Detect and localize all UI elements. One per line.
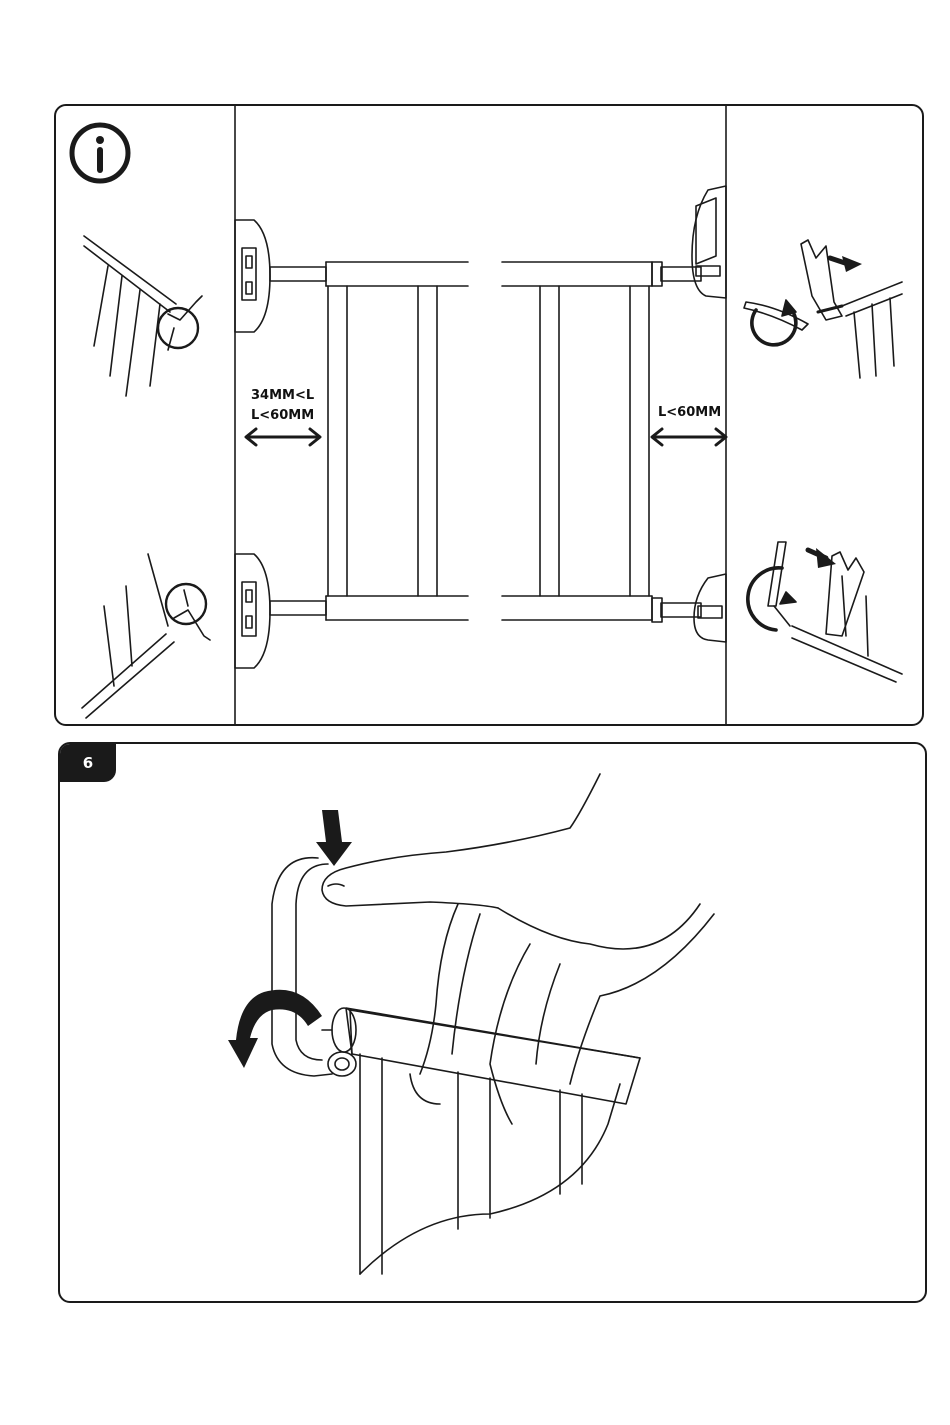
info-illustration bbox=[56, 106, 922, 724]
step-illustration bbox=[60, 744, 925, 1301]
push-down-arrow bbox=[316, 810, 352, 866]
left-top-wall-cup bbox=[235, 220, 270, 332]
wall-cup bbox=[272, 858, 356, 1076]
info-panel: 34MM<L L<60MM L<60MM bbox=[54, 104, 924, 726]
gate-right-half bbox=[502, 262, 652, 620]
right-bottom-wrench-detail bbox=[748, 542, 902, 682]
gate-left-half bbox=[326, 262, 468, 620]
left-bottom-wall-cup bbox=[235, 554, 270, 668]
step-panel: 6 bbox=[58, 742, 927, 1303]
gate-top-rail bbox=[322, 1008, 640, 1104]
gate-bars bbox=[360, 1054, 582, 1274]
left-gap-label-line2: L<60MM bbox=[251, 406, 314, 425]
left-gap-arrow bbox=[246, 429, 320, 445]
step-number-badge: 6 bbox=[60, 744, 116, 782]
right-top-wrench-detail bbox=[744, 240, 902, 378]
info-icon bbox=[72, 125, 128, 181]
right-gap-label: L<60MM bbox=[658, 403, 721, 422]
left-top-spindle bbox=[270, 267, 326, 281]
right-bottom-wall-cup bbox=[694, 574, 726, 642]
hand bbox=[322, 774, 714, 1124]
left-gap-label-line1: 34MM<L bbox=[251, 386, 314, 405]
left-bottom-detail bbox=[82, 554, 210, 718]
left-top-detail bbox=[84, 236, 202, 396]
left-bottom-spindle bbox=[270, 601, 326, 615]
right-gap-arrow bbox=[652, 429, 726, 445]
